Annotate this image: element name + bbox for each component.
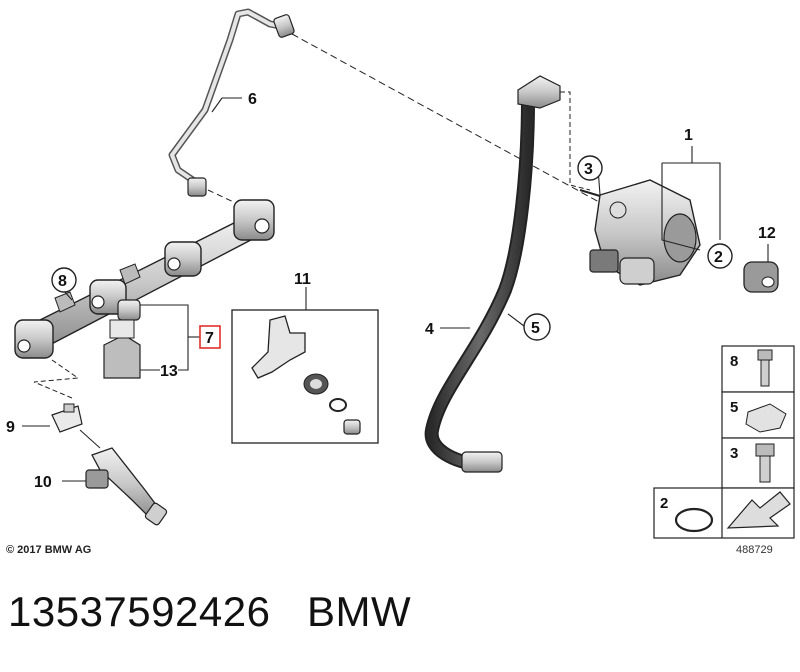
legend-label-8: 8 xyxy=(730,353,738,370)
callout-5: 5 xyxy=(531,320,540,337)
bolt-3-icon xyxy=(755,443,775,457)
callout-2-circle: 2 xyxy=(707,243,733,269)
fuel-injector xyxy=(85,447,168,526)
callout-4: 4 xyxy=(425,321,434,338)
legend-label-2: 2 xyxy=(660,495,668,512)
injector-clip xyxy=(51,403,83,433)
high-pressure-pump xyxy=(579,179,701,286)
dashed-leader-line6 xyxy=(291,33,611,209)
dashed-leader-rail xyxy=(207,189,241,206)
image-number: 488729 xyxy=(736,544,773,556)
callout-12: 12 xyxy=(758,225,776,242)
callout-5-circle: 5 xyxy=(523,313,551,341)
part-number: 13537592426 xyxy=(8,588,271,635)
callout-11: 11 xyxy=(294,271,311,288)
callout-3-circle: 3 xyxy=(577,155,603,181)
arrow-icon xyxy=(726,491,791,529)
pressure-sensor xyxy=(103,299,141,379)
callout-8: 8 xyxy=(58,273,67,290)
callout-7-highlight: 7 xyxy=(199,325,221,349)
callout-10: 10 xyxy=(34,474,52,491)
kit-legend-panel xyxy=(653,345,795,539)
callout-2: 2 xyxy=(714,249,723,266)
detail-box-11 xyxy=(231,309,379,444)
bolt-8-icon xyxy=(757,349,773,361)
callout-13: 13 xyxy=(160,363,178,380)
fuel-line-6 xyxy=(168,8,295,197)
clip-5-icon xyxy=(745,403,787,433)
bushing-12 xyxy=(743,261,779,293)
copyright-text: © 2017 BMW AG xyxy=(6,544,91,556)
fuel-hose xyxy=(424,75,561,473)
callout-9: 9 xyxy=(6,419,15,436)
dashed-leader-hose-pump xyxy=(560,91,591,191)
callout-6: 6 xyxy=(248,91,257,108)
fuel-rail xyxy=(14,199,275,359)
callout-8-circle: 8 xyxy=(51,267,77,293)
legend-label-5: 5 xyxy=(730,399,738,416)
dashed-leader-injector xyxy=(33,359,80,399)
leader-lines xyxy=(22,97,769,482)
legend-label-3: 3 xyxy=(730,445,738,462)
brand-name: BMW xyxy=(306,588,412,635)
callout-1: 1 xyxy=(684,127,693,144)
callout-7: 7 xyxy=(205,330,214,347)
footer-caption: 13537592426 BMW xyxy=(8,588,411,636)
o-ring-2-icon xyxy=(674,507,714,533)
callout-3: 3 xyxy=(584,161,593,178)
